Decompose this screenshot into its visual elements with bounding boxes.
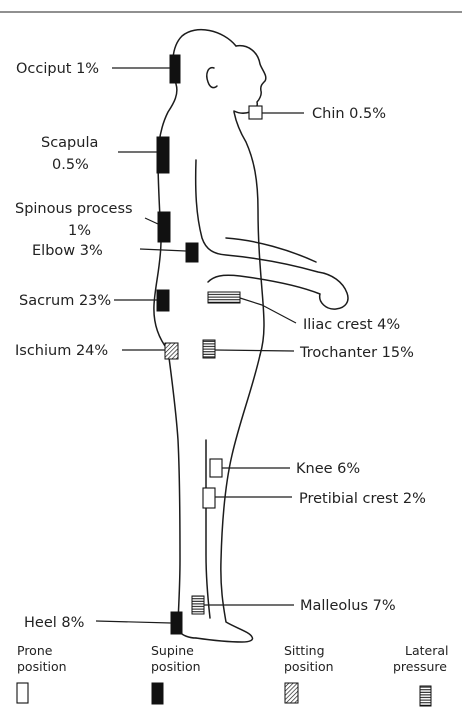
- elbow-label: Elbow 3%: [32, 243, 103, 259]
- legend-sitting-line2: position: [284, 659, 334, 674]
- legend: Prone position Supine position Sitting p…: [17, 643, 449, 706]
- spinous-process-label-line2: 1%: [68, 223, 91, 239]
- elbow-marker-supine: [186, 243, 198, 262]
- heel-leader: [96, 621, 171, 623]
- arm-outline: [196, 160, 348, 309]
- legend-prone-line2: position: [17, 659, 67, 674]
- iliac-crest-leader-2: [262, 305, 296, 323]
- legend-lateral-line2: pressure: [393, 659, 447, 674]
- malleolus-marker-lateral: [192, 596, 204, 614]
- ischium-marker-sitting: [165, 343, 178, 359]
- legend-sitting-swatch: [285, 683, 298, 703]
- legend-prone-line1: Prone: [17, 643, 53, 658]
- chin-marker-prone: [249, 106, 262, 119]
- ischium-label: Ischium 24%: [15, 343, 108, 359]
- sacrum-label: Sacrum 23%: [19, 293, 111, 309]
- scapula-label-line1: Scapula: [41, 135, 98, 151]
- knee-label: Knee 6%: [296, 461, 360, 477]
- leader-lines: [96, 68, 304, 623]
- trochanter-label: Trochanter 15%: [299, 345, 414, 361]
- sacrum-marker-supine: [157, 290, 169, 311]
- ear-outline: [207, 68, 217, 88]
- heel-marker-supine: [171, 612, 182, 634]
- occiput-label: Occiput 1%: [16, 61, 99, 77]
- inner-leg-line: [206, 440, 210, 618]
- legend-lateral-line1: Lateral: [405, 643, 449, 658]
- heel-label: Heel 8%: [24, 615, 84, 631]
- malleolus-label: Malleolus 7%: [300, 598, 396, 614]
- elbow-leader: [140, 249, 186, 251]
- scapula-marker-supine: [157, 137, 169, 173]
- back-leg-outline: [168, 350, 196, 638]
- legend-supine-swatch: [152, 683, 163, 704]
- pretibial-crest-label: Pretibial crest 2%: [299, 491, 426, 507]
- scapula-label-line2: 0.5%: [52, 157, 89, 173]
- site-labels: Occiput 1% Chin 0.5% Scapula 0.5% Spinou…: [15, 61, 426, 631]
- legend-lateral-swatch: [420, 686, 431, 706]
- spinous-process-leader: [145, 218, 158, 224]
- trochanter-marker-lateral: [203, 340, 215, 358]
- iliac-crest-label: Iliac crest 4%: [303, 317, 400, 333]
- knee-marker-prone: [210, 459, 222, 477]
- spinous-process-marker-supine: [158, 212, 170, 242]
- legend-supine-line2: position: [151, 659, 201, 674]
- pretibial-crest-marker-prone: [203, 488, 215, 508]
- legend-sitting-line1: Sitting: [284, 643, 325, 658]
- legend-supine-line1: Supine: [151, 643, 194, 658]
- legend-prone-swatch: [17, 683, 28, 703]
- front-torso-outline: [234, 112, 264, 355]
- trochanter-leader: [215, 350, 294, 351]
- iliac-crest-marker-lateral: [208, 292, 240, 303]
- iliac-crest-leader: [240, 298, 262, 305]
- spinous-process-label-line1: Spinous process: [15, 201, 133, 217]
- occiput-marker-supine: [170, 55, 180, 83]
- chin-label: Chin 0.5%: [312, 106, 386, 122]
- face-outline: [234, 46, 266, 113]
